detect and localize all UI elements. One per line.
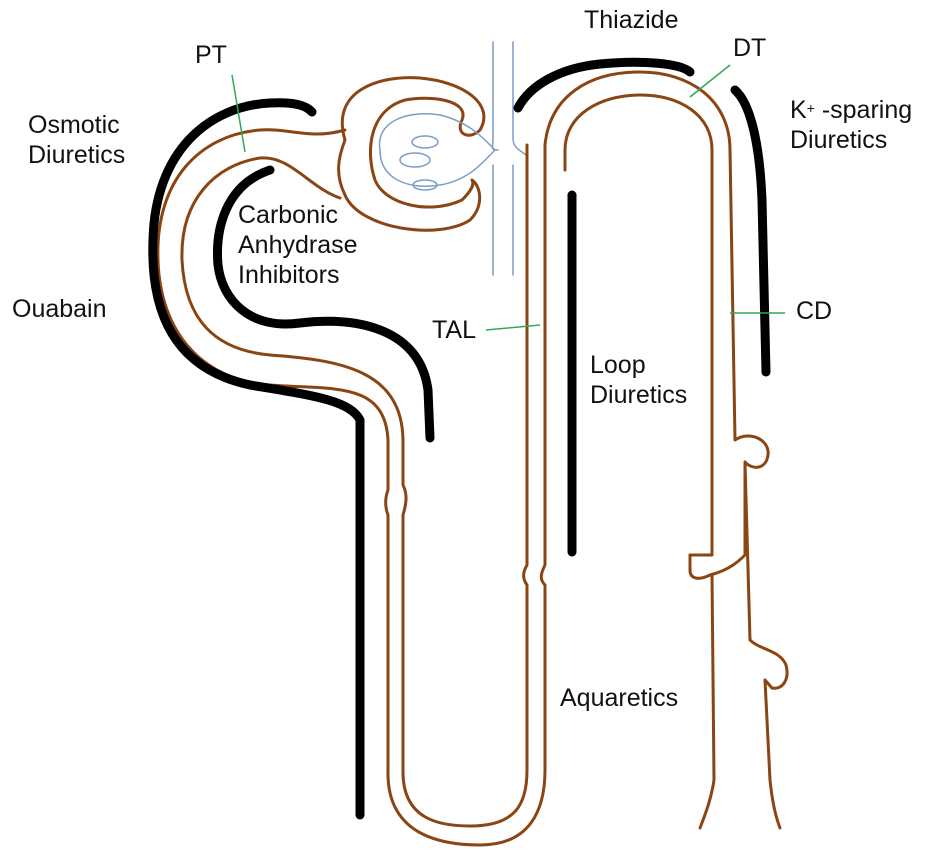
dct-loop-outer — [545, 72, 768, 578]
label-carbonic-line1: Carbonic — [238, 200, 358, 230]
collecting-duct-outer — [745, 462, 787, 828]
tal-pointer — [486, 325, 540, 330]
k-sparing-bar — [735, 90, 766, 372]
dt-pointer — [690, 65, 730, 97]
label-cd: CD — [796, 296, 832, 326]
label-osmotic-line2: Diuretics — [28, 140, 125, 170]
capillary-loop — [412, 136, 438, 148]
collecting-duct-inner — [700, 575, 714, 828]
afferent-arteriole — [492, 42, 498, 150]
label-k-sparing-line1: K+ -sparing — [790, 95, 912, 125]
label-aquaretics: Aquaretics — [560, 683, 678, 713]
label-ouabain: Ouabain — [12, 294, 107, 324]
label-osmotic-diuretics: Osmotic Diuretics — [28, 110, 125, 170]
label-carbonic-line3: Inhibitors — [238, 260, 358, 290]
capillary-loop — [400, 153, 430, 167]
label-carbonic-anhydrase-inhibitors: Carbonic Anhydrase Inhibitors — [238, 200, 358, 290]
label-thiazide: Thiazide — [584, 5, 679, 35]
label-k-sparing-diuretics: K+ -sparing Diuretics — [790, 95, 912, 155]
label-loop-line2: Diuretics — [590, 380, 687, 410]
label-pt: PT — [195, 40, 227, 70]
k-sparing-text: -sparing — [815, 96, 912, 124]
label-osmotic-line1: Osmotic — [28, 110, 125, 140]
capillary-loop — [413, 180, 437, 190]
capillary-tuft — [380, 114, 495, 186]
label-k-sparing-line2: Diuretics — [790, 125, 912, 155]
label-dt: DT — [733, 33, 766, 63]
k-superscript: + — [807, 100, 815, 116]
label-loop-diuretics: Loop Diuretics — [590, 350, 687, 410]
k-symbol: K — [790, 96, 807, 124]
pointer-lines — [232, 65, 785, 330]
glomerulus — [339, 42, 526, 275]
label-loop-line1: Loop — [590, 350, 687, 380]
label-carbonic-line2: Anhydrase — [238, 230, 358, 260]
label-tal: TAL — [432, 315, 476, 345]
